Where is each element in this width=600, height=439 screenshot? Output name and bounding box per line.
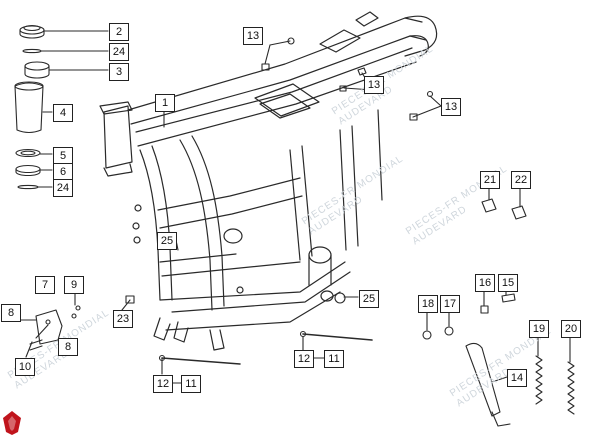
callout-20[interactable]: 20 bbox=[561, 320, 581, 338]
callout-3[interactable]: 3 bbox=[109, 63, 129, 81]
callout-11[interactable]: 11 bbox=[324, 350, 344, 368]
callout-7[interactable]: 7 bbox=[35, 276, 55, 294]
steering-bearing-parts bbox=[14, 24, 50, 190]
callout-10[interactable]: 10 bbox=[15, 358, 35, 376]
callout-13[interactable]: 13 bbox=[243, 27, 263, 45]
callout-23[interactable]: 23 bbox=[113, 310, 133, 328]
callout-18[interactable]: 18 bbox=[418, 295, 438, 313]
callout-4[interactable]: 4 bbox=[53, 104, 73, 122]
callout-21[interactable]: 21 bbox=[480, 171, 500, 189]
callout-2[interactable]: 2 bbox=[109, 23, 129, 41]
callout-19[interactable]: 19 bbox=[529, 320, 549, 338]
callout-8[interactable]: 8 bbox=[1, 304, 21, 322]
callout-12[interactable]: 12 bbox=[294, 350, 314, 368]
callout-13[interactable]: 13 bbox=[364, 76, 384, 94]
callout-22[interactable]: 22 bbox=[511, 171, 531, 189]
callout-24[interactable]: 24 bbox=[53, 179, 73, 197]
main-frame bbox=[99, 11, 438, 351]
callout-17[interactable]: 17 bbox=[440, 295, 460, 313]
leader-lines bbox=[18, 30, 571, 384]
callout-15[interactable]: 15 bbox=[498, 274, 518, 292]
callout-25[interactable]: 25 bbox=[157, 232, 177, 250]
brand-logo-icon bbox=[3, 411, 21, 435]
callout-8[interactable]: 8 bbox=[58, 338, 78, 356]
callout-24[interactable]: 24 bbox=[109, 43, 129, 61]
callout-16[interactable]: 16 bbox=[475, 274, 495, 292]
callout-14[interactable]: 14 bbox=[507, 369, 527, 387]
callout-13[interactable]: 13 bbox=[441, 98, 461, 116]
callout-12[interactable]: 12 bbox=[153, 375, 173, 393]
callout-25[interactable]: 25 bbox=[359, 290, 379, 308]
callout-9[interactable]: 9 bbox=[64, 276, 84, 294]
callout-5[interactable]: 5 bbox=[53, 147, 73, 165]
hardware-small-parts bbox=[29, 37, 575, 427]
callout-11[interactable]: 11 bbox=[181, 375, 201, 393]
callout-1[interactable]: 1 bbox=[155, 94, 175, 112]
